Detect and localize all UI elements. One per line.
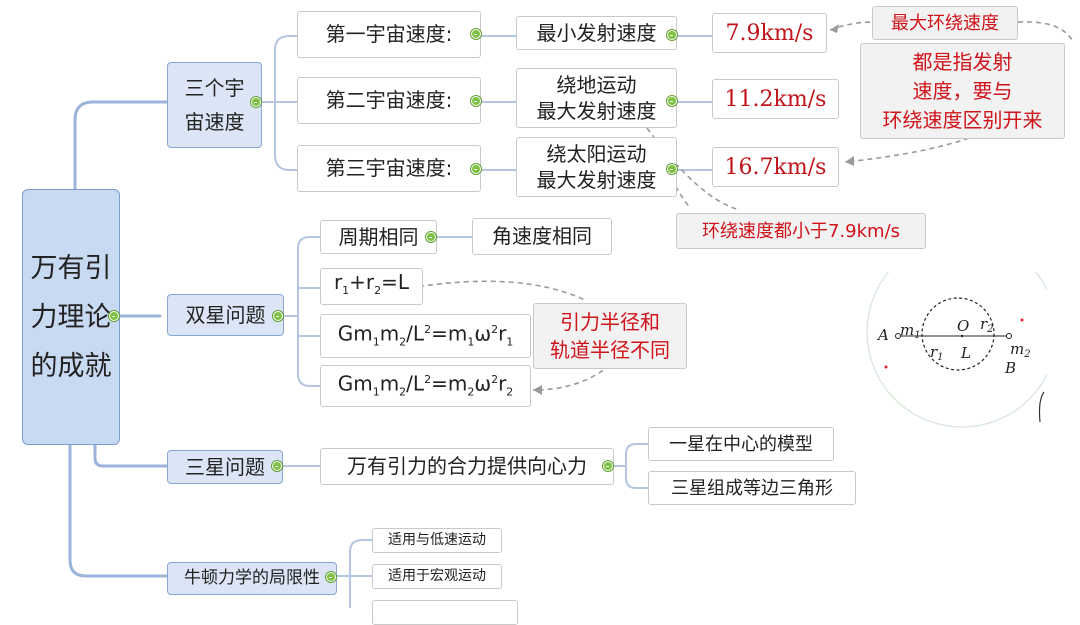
triple-net-force[interactable]: 万有引力的合力提供向心力 xyxy=(320,448,614,485)
label-m2: m2 xyxy=(1010,340,1031,360)
label-o: O xyxy=(957,317,969,335)
note-max-orbit-speed[interactable]: 最大环绕速度 xyxy=(872,6,1018,40)
collapse-toggle-root[interactable] xyxy=(109,311,119,321)
collapse-toggle-second-desc[interactable] xyxy=(667,96,677,106)
center-dot xyxy=(960,334,964,338)
label-a: A xyxy=(876,326,889,344)
collapse-toggle-cosmic-speeds[interactable] xyxy=(251,97,261,107)
formula-binary-m2[interactable]: Gm1m2/L2=m2ω2r2 xyxy=(320,365,531,407)
collapse-toggle-newton[interactable] xyxy=(326,572,336,582)
formula-text: Gm1m2/L2=m2ω2r2 xyxy=(337,371,514,399)
collapse-toggle-first-desc[interactable] xyxy=(667,30,677,40)
topic-cosmic-speeds[interactable]: 三个宇宙速度 xyxy=(167,62,262,148)
topic-binary-star[interactable]: 双星问题 xyxy=(167,294,284,336)
topic-triple-star[interactable]: 三星问题 xyxy=(167,450,283,484)
first-speed-desc[interactable]: 最小发射速度 xyxy=(516,16,677,50)
first-speed-value[interactable]: 7.9km/s xyxy=(712,13,827,53)
formula-text: Gm1m2/L2=m1ω2r1 xyxy=(337,321,514,349)
triple-model-center[interactable]: 一星在中心的模型 xyxy=(648,427,834,461)
collapse-toggle-third-desc[interactable] xyxy=(667,164,677,174)
formula-radius-sum[interactable]: r1+r2=L xyxy=(320,268,423,305)
label-r2: r2 xyxy=(980,315,994,335)
formula-text: r1+r2=L xyxy=(333,270,410,297)
label-m1: m1 xyxy=(900,321,921,341)
binary-star-figure: A m1 O r2 r1 L m2 B xyxy=(866,272,1047,428)
triple-model-triangle[interactable]: 三星组成等边三角形 xyxy=(648,471,856,505)
star-a-dot xyxy=(895,333,901,339)
collapse-toggle-binary[interactable] xyxy=(273,311,283,321)
second-cosmic-speed[interactable]: 第二宇宙速度: xyxy=(297,77,481,124)
label-b: B xyxy=(1004,359,1016,377)
star-b-dot xyxy=(1006,333,1012,339)
second-speed-value[interactable]: 11.2km/s xyxy=(712,79,839,119)
third-cosmic-speed[interactable]: 第三宇宙速度: xyxy=(297,145,481,192)
label-l: L xyxy=(960,344,971,362)
newton-macro[interactable]: 适用于宏观运动 xyxy=(372,564,502,589)
label-r1: r1 xyxy=(930,343,944,363)
root-topic[interactable]: 万有引力理论的成就 xyxy=(22,189,120,445)
collapse-toggle-net-force[interactable] xyxy=(603,461,613,471)
collapse-toggle-third-speed[interactable] xyxy=(471,164,481,174)
collapse-toggle-first-speed[interactable] xyxy=(471,29,481,39)
formula-binary-m1[interactable]: Gm1m2/L2=m1ω2r1 xyxy=(320,314,531,358)
second-speed-desc[interactable]: 绕地运动 最大发射速度 xyxy=(516,68,677,128)
collapse-toggle-second-speed[interactable] xyxy=(471,96,481,106)
binary-same-period[interactable]: 周期相同 xyxy=(320,220,437,254)
collapse-toggle-triple[interactable] xyxy=(272,461,282,471)
newton-partial-item[interactable] xyxy=(372,600,518,625)
topic-newton-limits[interactable]: 牛顿力学的局限性 xyxy=(167,562,337,595)
binary-same-angular-speed[interactable]: 角速度相同 xyxy=(472,218,612,255)
note-distinguish-launch-orbit[interactable]: 都是指发射 速度，要与 环绕速度区别开来 xyxy=(860,43,1065,139)
first-cosmic-speed[interactable]: 第一宇宙速度: xyxy=(297,11,481,58)
third-speed-desc[interactable]: 绕太阳运动 最大发射速度 xyxy=(516,137,677,197)
collapse-toggle-period[interactable] xyxy=(426,232,436,242)
note-gravity-vs-orbit-radius[interactable]: 引力半径和 轨道半径不同 xyxy=(533,303,687,369)
third-speed-value[interactable]: 16.7km/s xyxy=(712,147,839,187)
newton-low-speed[interactable]: 适用与低速运动 xyxy=(372,528,502,553)
note-orbit-below[interactable]: 环绕速度都小于7.9km/s xyxy=(676,213,926,249)
